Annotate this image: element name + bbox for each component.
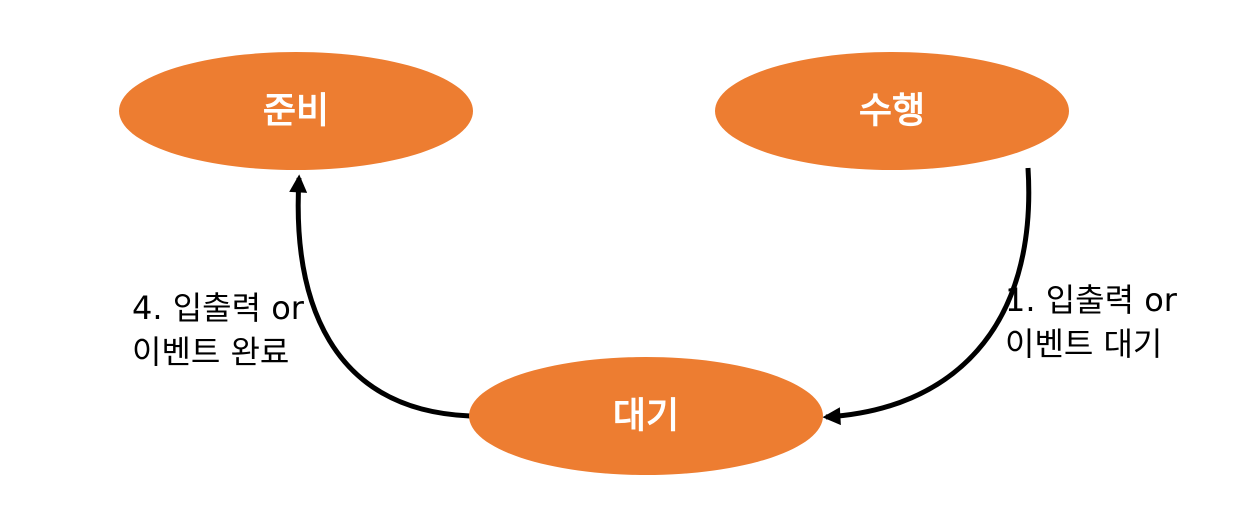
node-waiting: 대기 bbox=[469, 357, 823, 475]
node-ready: 준비 bbox=[119, 52, 473, 170]
edge-label-running-to-waiting: 1. 입출력 or 이벤트 대기 bbox=[1005, 278, 1177, 366]
edge-running-to-waiting bbox=[822, 167, 1032, 426]
node-ready-label: 준비 bbox=[263, 91, 329, 132]
edge-label-waiting-to-ready: 4. 입출력 or 이벤트 완료 bbox=[132, 286, 304, 374]
node-running-label: 수행 bbox=[859, 91, 925, 132]
node-running: 수행 bbox=[715, 52, 1069, 170]
edge-waiting-to-ready bbox=[289, 174, 471, 419]
edge-label-waiting-to-ready-line1: 4. 입출력 or bbox=[132, 289, 304, 327]
edge-label-running-to-waiting-line2: 이벤트 대기 bbox=[1005, 325, 1163, 363]
edge-label-running-to-waiting-line1: 1. 입출력 or bbox=[1005, 281, 1177, 319]
edge-label-waiting-to-ready-line2: 이벤트 완료 bbox=[132, 333, 290, 371]
node-waiting-label: 대기 bbox=[613, 396, 679, 437]
